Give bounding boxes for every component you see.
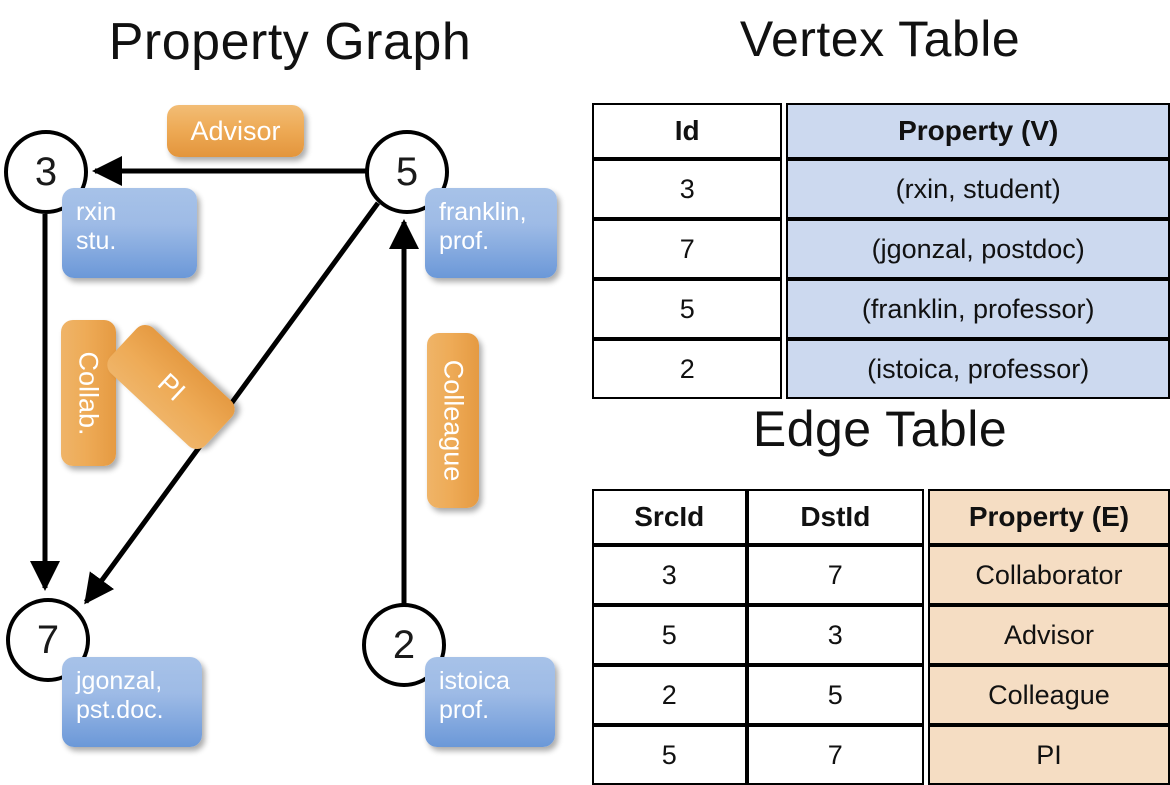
- vertex-table: Id Property (V) 3 (rxin, student) 7 (jgo…: [592, 103, 1170, 399]
- table-row: 2 (istoica, professor): [592, 339, 1170, 399]
- vertex-property-line: stu.: [76, 227, 117, 255]
- edge-label-advisor: Advisor: [167, 105, 304, 157]
- vertex-cell-id: 5: [592, 279, 783, 339]
- edge-cell-dstid: 3: [746, 605, 925, 665]
- page-title-edge-table: Edge Table: [752, 401, 1008, 457]
- edge-cell-dstid: 7: [746, 725, 925, 785]
- vertex-property-line: franklin,: [439, 198, 527, 226]
- edge-table: SrcId DstId Property (E) 3 7 Collaborato…: [592, 489, 1170, 785]
- edge-label-collab: Collab.: [61, 320, 116, 466]
- vertex-property-line: istoica: [439, 667, 510, 695]
- vertex-cell-property: (rxin, student): [786, 159, 1170, 219]
- node-2[interactable]: 2: [362, 603, 446, 687]
- property-graph-diagram: 3 5 7 2 rxin stu. franklin, prof. jgonza…: [0, 0, 585, 760]
- vertex-header-property: Property (V): [786, 103, 1170, 159]
- edge-label-colleague: Colleague: [427, 333, 479, 508]
- table-row: 5 7 PI: [592, 725, 1170, 785]
- table-header-row: Id Property (V): [592, 103, 1170, 159]
- edge-label-text: Advisor: [190, 115, 281, 146]
- page-title-vertex-table: Vertex Table: [739, 11, 1021, 67]
- vertex-property-box-7: jgonzal, pst.doc.: [62, 657, 202, 747]
- page-title-property-graph: Property Graph: [108, 13, 472, 71]
- edge-header-srcid: SrcId: [592, 489, 747, 545]
- vertex-cell-id: 2: [592, 339, 783, 399]
- vertex-property-line: pst.doc.: [76, 696, 164, 724]
- table-row: 3 7 Collaborator: [592, 545, 1170, 605]
- edge-cell-dstid: 7: [746, 545, 925, 605]
- edge-label-text: Colleague: [438, 359, 469, 482]
- table-row: 5 (franklin, professor): [592, 279, 1170, 339]
- vertex-cell-property: (jgonzal, postdoc): [786, 219, 1170, 279]
- vertex-property-line: prof.: [439, 227, 490, 255]
- vertex-property-box-3: rxin stu.: [62, 188, 197, 278]
- table-header-row: SrcId DstId Property (E): [592, 489, 1170, 545]
- vertex-header-id: Id: [592, 103, 783, 159]
- table-row: 3 (rxin, student): [592, 159, 1170, 219]
- edge-cell-dstid: 5: [746, 665, 925, 725]
- edge-label-text: PI: [151, 366, 191, 407]
- edge-cell-srcid: 3: [592, 545, 747, 605]
- table-row: 2 5 Colleague: [592, 665, 1170, 725]
- edge-cell-srcid: 5: [592, 605, 747, 665]
- vertex-property-line: prof.: [439, 696, 490, 724]
- edge-cell-property: PI: [927, 725, 1170, 785]
- vertex-cell-property: (istoica, professor): [786, 339, 1170, 399]
- edge-cell-srcid: 5: [592, 725, 747, 785]
- vertex-cell-property: (franklin, professor): [786, 279, 1170, 339]
- edge-label-text: Collab.: [74, 350, 105, 436]
- edge-cell-srcid: 2: [592, 665, 747, 725]
- edge-header-property: Property (E): [927, 489, 1170, 545]
- vertex-cell-id: 7: [592, 219, 783, 279]
- table-row: 7 (jgonzal, postdoc): [592, 219, 1170, 279]
- node-5[interactable]: 5: [365, 130, 449, 214]
- vertex-property-line: jgonzal,: [76, 667, 163, 695]
- vertex-property-box-2: istoica prof.: [425, 657, 555, 747]
- edge-cell-property: Advisor: [927, 605, 1170, 665]
- table-row: 5 3 Advisor: [592, 605, 1170, 665]
- vertex-property-box-5: franklin, prof.: [425, 188, 557, 278]
- edge-cell-property: Colleague: [927, 665, 1170, 725]
- edge-cell-property: Collaborator: [927, 545, 1170, 605]
- vertex-cell-id: 3: [592, 159, 783, 219]
- vertex-property-line: rxin: [76, 198, 117, 226]
- edge-header-dstid: DstId: [746, 489, 925, 545]
